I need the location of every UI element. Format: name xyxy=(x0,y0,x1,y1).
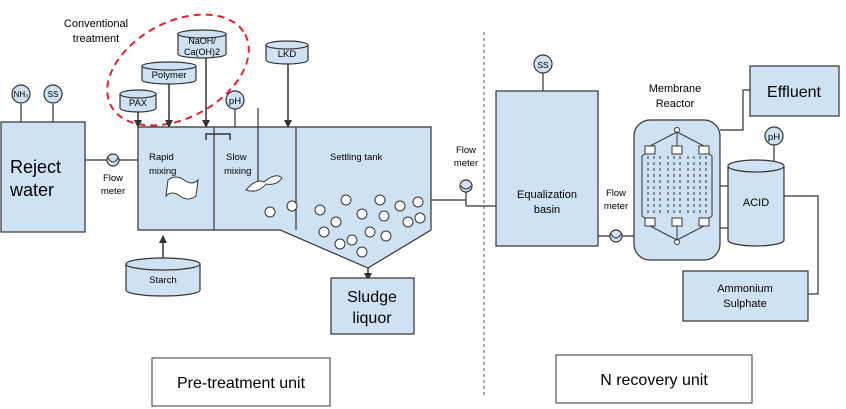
starch-label: Starch xyxy=(149,275,176,286)
nh3-sensor: NH₃ xyxy=(11,84,31,122)
membrane-line1: Membrane xyxy=(649,83,702,95)
flow-meter-3 xyxy=(609,229,623,243)
slow-mixer-paddle xyxy=(245,175,283,192)
pretreatment-unit-box xyxy=(151,357,331,407)
recovery-unit-box xyxy=(555,354,753,404)
lkd-label: LKD xyxy=(278,49,297,60)
polymer-tank: Polymer xyxy=(141,61,197,85)
membrane-fibers xyxy=(647,156,707,216)
conventional-label-line1: Conventional xyxy=(64,18,128,30)
rapid-mixing-line1: Rapid xyxy=(149,152,174,163)
acid-label: ACID xyxy=(743,197,769,209)
flow-meter-1-line2: meter xyxy=(101,186,125,197)
ss-sensor-label: SS xyxy=(48,90,59,99)
flow-meter-3-line2: meter xyxy=(604,201,628,212)
equalization-line1: Equalization xyxy=(517,189,577,201)
flow-meter-2-line1: Flow xyxy=(456,145,476,156)
naoh-tank: NaOH/ Ca(OH)2 xyxy=(177,29,227,59)
ph-label-pretreatment: pH xyxy=(229,96,241,107)
pax-label: PAX xyxy=(129,98,148,109)
flow-meter-2 xyxy=(459,179,473,193)
flow-meter-2-line2: meter xyxy=(454,158,478,169)
ph-sensor-recovery: pH xyxy=(764,126,784,163)
sludge-line1: Sludge xyxy=(347,289,397,306)
slow-mixing-line1: Slow xyxy=(226,152,247,163)
lkd-tank: LKD xyxy=(265,40,309,65)
naoh-line1: NaOH/ xyxy=(188,36,216,46)
pretreatment-unit-label: Pre-treatment unit xyxy=(177,375,306,392)
ammonium-line1: Ammonium xyxy=(717,283,773,295)
ph-sensor-pretreatment: pH xyxy=(225,90,245,127)
rapid-mixer-impeller xyxy=(165,176,199,200)
starch-tank: Starch xyxy=(125,257,201,297)
ss-sensor: SS xyxy=(43,84,63,122)
membrane-manifold xyxy=(641,127,713,245)
slow-mixing-line2: mixing xyxy=(224,166,251,177)
ss-sensor-recovery: SS xyxy=(533,54,553,91)
flow-meter-1-line1: Flow xyxy=(103,173,123,184)
flow-meter-3-line1: Flow xyxy=(606,188,626,199)
equalization-line2: basin xyxy=(534,204,560,216)
ss-sensor-recovery-label: SS xyxy=(537,60,549,70)
effluent-tank xyxy=(749,65,840,117)
conventional-label-line2: treatment xyxy=(73,33,119,45)
ph-label-recovery: pH xyxy=(768,132,780,143)
reject-water-tank xyxy=(0,121,86,233)
equalization-basin xyxy=(495,90,599,247)
naoh-line2: Ca(OH)2 xyxy=(184,47,220,57)
reject-water-line1: Reject xyxy=(10,157,61,177)
effluent-pipe xyxy=(720,89,750,131)
acid-to-ammonium-pipe xyxy=(784,195,819,295)
recovery-unit-label: N recovery unit xyxy=(600,372,708,389)
ammonium-sulphate-tank xyxy=(682,270,809,322)
effluent-label: Effluent xyxy=(767,84,822,101)
sludge-line2: liquor xyxy=(352,310,392,327)
membrane-line2: Reactor xyxy=(656,98,695,110)
acid-tank: ACID xyxy=(727,159,785,247)
polymer-label: Polymer xyxy=(152,70,187,81)
floc-particles xyxy=(264,194,426,258)
nh3-sensor-label: NH₃ xyxy=(14,90,29,99)
sludge-liquor-tank xyxy=(330,277,415,335)
reject-water-line2: water xyxy=(9,180,54,200)
pax-tank: PAX xyxy=(119,89,157,113)
ammonium-line2: Sulphate xyxy=(723,298,766,310)
rapid-mixing-line2: mixing xyxy=(149,166,176,177)
conventional-treatment-ring xyxy=(106,13,250,127)
settling-tank-label: Settling tank xyxy=(330,152,383,163)
flow-meter-1 xyxy=(106,153,120,167)
